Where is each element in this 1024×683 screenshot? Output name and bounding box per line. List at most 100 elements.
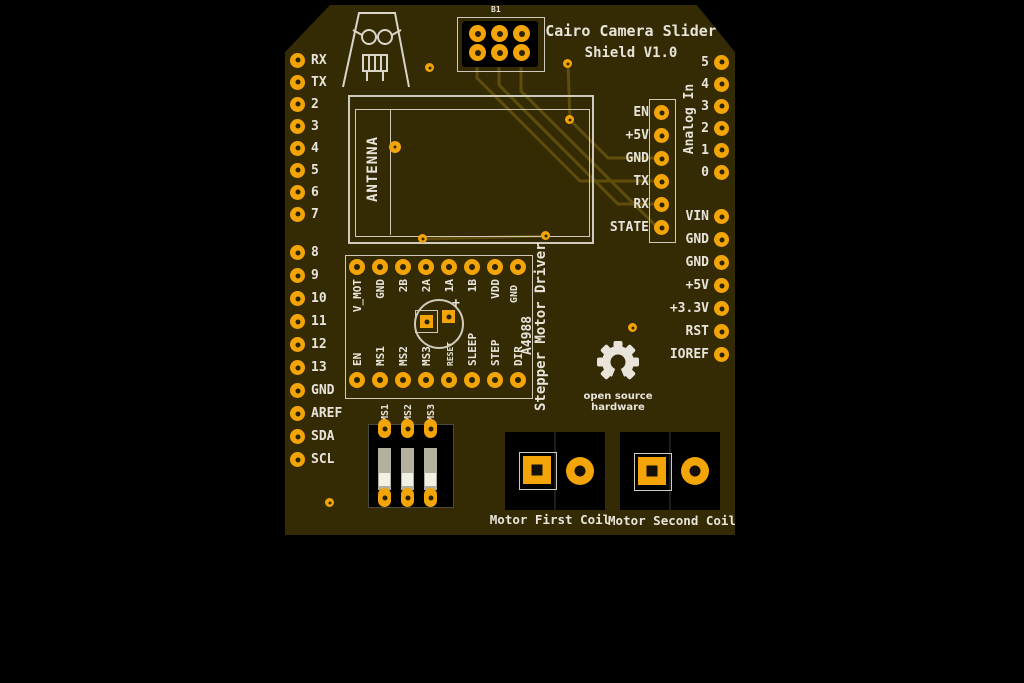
pin-row: 5 <box>290 159 327 181</box>
pin-label: 7 <box>311 206 319 222</box>
pin-label: STATE <box>609 220 649 235</box>
pin-label: GND <box>685 232 709 247</box>
through-hole-pad <box>418 372 434 388</box>
pin-label: 0 <box>701 164 709 180</box>
via <box>418 234 427 243</box>
pin-label: SCL <box>311 452 335 467</box>
through-hole-pad <box>654 174 669 189</box>
through-hole-pad <box>714 232 729 247</box>
trace <box>497 55 661 206</box>
pin-row: RX <box>585 193 669 216</box>
pad1-outline <box>634 453 672 491</box>
pin-label: STEP <box>489 339 502 367</box>
through-hole-pad <box>654 197 669 212</box>
board-title-line2: Shield V1.0 <box>584 45 678 61</box>
through-hole-pad <box>290 162 305 178</box>
dip-label: MS2 <box>403 403 414 422</box>
connector-divider <box>669 432 671 510</box>
through-hole-pad <box>469 25 486 42</box>
open-source-hardware-logo-icon <box>597 341 639 384</box>
through-hole-pad <box>714 347 729 362</box>
via <box>541 231 550 240</box>
through-hole-pad <box>378 419 391 438</box>
through-hole-pad <box>401 419 414 438</box>
through-hole-pad <box>714 209 729 224</box>
through-hole-pad <box>372 372 388 388</box>
through-hole-pad <box>395 259 411 275</box>
stepper-pad-row-bottom <box>349 372 526 388</box>
pin-label: 3 <box>311 118 319 134</box>
pin-row: 2 <box>661 117 729 139</box>
pin-row: AREF <box>290 402 342 425</box>
pin-label: TX <box>633 174 649 189</box>
pin-label: RX <box>311 52 327 68</box>
through-hole-pad <box>469 44 486 61</box>
bt-module-outline <box>348 95 594 244</box>
through-hole-pad <box>290 96 305 112</box>
via <box>565 115 574 124</box>
connector-divider <box>554 432 556 510</box>
through-hole-pad <box>714 120 729 136</box>
capacitor-plus-mark: + <box>452 296 460 311</box>
pin-label: +5V <box>625 128 649 143</box>
pin-row: +5V <box>585 124 669 147</box>
through-hole-pad <box>487 372 503 388</box>
mascot-logo <box>342 12 410 88</box>
through-hole-pad <box>714 278 729 293</box>
via <box>425 63 434 72</box>
screw-terminal-pad <box>638 457 666 485</box>
via <box>563 59 572 68</box>
through-hole-pad <box>714 142 729 158</box>
pin-row: 12 <box>290 333 342 356</box>
pin-label: 10 <box>311 291 327 306</box>
through-hole-pad <box>290 314 305 329</box>
stepper-footprint-outline <box>345 255 533 399</box>
through-hole-pad <box>441 372 457 388</box>
pin-label: 13 <box>311 360 327 375</box>
pin-label: MS1 <box>374 346 387 366</box>
through-hole-pad <box>654 128 669 143</box>
through-hole-pad <box>290 245 305 260</box>
through-hole-pad <box>290 206 305 222</box>
screw-terminal-pad <box>523 456 551 484</box>
through-hole-pad <box>513 25 530 42</box>
dip-switch-actuator <box>402 473 413 486</box>
pin-row: 11 <box>290 310 342 333</box>
through-hole-pad <box>290 337 305 352</box>
through-hole-pad <box>290 184 305 200</box>
dip-switch-slot <box>378 448 391 490</box>
through-hole-pad <box>290 360 305 375</box>
pin-row: 2 <box>290 93 327 115</box>
pin-label: AREF <box>311 406 343 421</box>
power-header: VIN GND GND +5V +3.3V RST IOREF <box>631 205 729 366</box>
through-hole-pad <box>372 259 388 275</box>
pin-label: 4 <box>311 140 319 156</box>
pin-label: 8 <box>311 245 319 260</box>
pin-label: 9 <box>311 268 319 283</box>
pin-row: 9 <box>290 264 342 287</box>
digital-header-high: 8 9 10 11 12 13 GND AREF SDA SCL <box>290 241 342 471</box>
through-hole-pad <box>418 259 434 275</box>
pin-row: 4 <box>661 73 729 95</box>
pin-label: 3 <box>701 98 709 114</box>
capacitor-pad <box>442 310 455 323</box>
through-hole-pad <box>290 429 305 444</box>
pin-label: GND <box>685 255 709 270</box>
motor-first-coil-label: Motor First Coil <box>489 512 611 527</box>
through-hole-pad <box>714 76 729 92</box>
pin-row: 5 <box>661 51 729 73</box>
pin-row: SCL <box>290 448 342 471</box>
through-hole-pad <box>654 105 669 120</box>
pin-row: VIN <box>631 205 729 228</box>
pin-label: SLEEP <box>466 332 479 366</box>
pin-row: 0 <box>661 161 729 183</box>
oshw-text-line1: open source <box>583 391 653 402</box>
bt-module-inner-outline <box>355 109 590 237</box>
pin-label: 4 <box>701 76 709 92</box>
pin-row: +3.3V <box>631 297 729 320</box>
pin-label: 5 <box>311 162 319 178</box>
through-hole-pad <box>491 25 508 42</box>
pin-label: 6 <box>311 184 319 200</box>
through-hole-pad <box>491 44 508 61</box>
pin-row: 3 <box>661 95 729 117</box>
